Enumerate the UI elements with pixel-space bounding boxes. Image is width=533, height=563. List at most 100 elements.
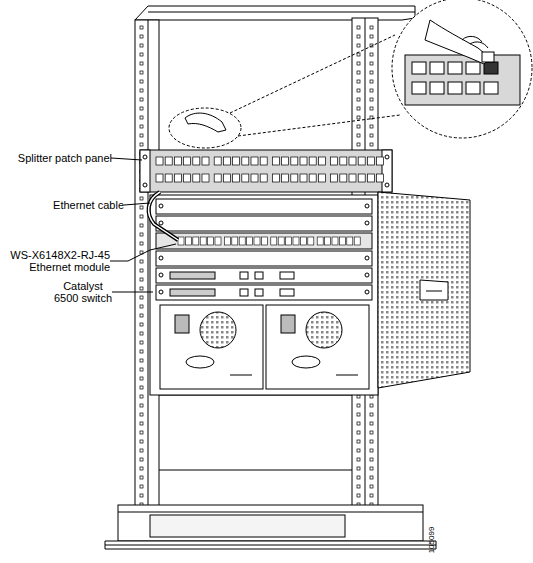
part-label: WS-X6148X2-RJ-45 Ethernet module (0, 249, 110, 273)
rack-hole (140, 368, 143, 371)
rj45-port (308, 237, 314, 245)
rack-hole (370, 413, 373, 416)
rj45-port (223, 157, 230, 165)
rack-hole (140, 53, 143, 56)
rack-hole (140, 206, 143, 209)
rack-hole (357, 35, 360, 38)
rack-holes (140, 26, 373, 506)
switch-chassis (150, 195, 378, 395)
switch-chassis (240, 289, 248, 296)
switch-chassis (156, 285, 372, 300)
rj45-port (377, 157, 384, 165)
rack-hole (357, 467, 360, 470)
power-supplies (160, 305, 369, 389)
switch-chassis (255, 272, 263, 279)
rack-hole (140, 134, 143, 137)
rack-hole (370, 467, 373, 470)
rack-hole (140, 467, 143, 470)
magnifier-callout (412, 82, 426, 94)
power-supplies (281, 315, 295, 333)
rj45-port (156, 157, 163, 165)
rack-hole (357, 458, 360, 461)
magnifier-callout (238, 115, 400, 136)
rack-hole (357, 476, 360, 479)
rack-hole (370, 404, 373, 407)
rack-hole (140, 305, 143, 308)
patch-panel (385, 183, 389, 187)
figure-number: 105099 (426, 520, 438, 560)
rack-hole (140, 98, 143, 101)
rack-hole (370, 476, 373, 479)
rj45-port (300, 157, 307, 165)
rj45-port (202, 174, 209, 182)
rack-hole (370, 98, 373, 101)
rack-frame (148, 20, 149, 510)
rj45-port (272, 157, 279, 165)
rack-base (150, 515, 345, 537)
rj45-port (272, 174, 279, 182)
switch-chassis (156, 268, 372, 283)
rj45-port (174, 157, 181, 165)
part-label: Catalyst 6500 switch (52, 280, 114, 304)
rack-hole (140, 287, 143, 290)
power-supplies (186, 356, 214, 368)
rj45-port (318, 157, 325, 165)
rj45-port (331, 174, 338, 182)
rj45-port (358, 157, 365, 165)
rj45-port (260, 174, 267, 182)
rack-hole (357, 125, 360, 128)
magnifier-callout (430, 62, 444, 74)
rack-hole (140, 377, 143, 380)
rack-hole (140, 440, 143, 443)
rj45-port (349, 174, 356, 182)
rack-hole (370, 440, 373, 443)
magnifier-callout (185, 113, 226, 132)
rack-hole (370, 125, 373, 128)
rj45-port (300, 237, 306, 245)
rack-hole (140, 359, 143, 362)
rj45-port (293, 237, 299, 245)
rack-hole (140, 332, 143, 335)
rack-hole (140, 215, 143, 218)
ethernet-cable (149, 192, 178, 240)
rack-hole (357, 449, 360, 452)
rj45-port (200, 237, 206, 245)
magnifier-callout (230, 35, 395, 113)
rack-hole (140, 62, 143, 65)
rj45-port (260, 157, 267, 165)
rack-hole (357, 26, 360, 29)
rack-hole (370, 62, 373, 65)
rack-hole (357, 404, 360, 407)
rack-hole (370, 449, 373, 452)
switch-chassis (159, 273, 163, 277)
patch-panel (140, 150, 392, 192)
rj45-port (185, 237, 191, 245)
rack-hole (370, 431, 373, 434)
rack-hole (357, 98, 360, 101)
rack-hole (357, 89, 360, 92)
power-supplies (200, 312, 236, 348)
switch-chassis (365, 221, 369, 225)
ethernet-cable (149, 192, 178, 240)
rack-hole (370, 26, 373, 29)
rj45-port (332, 237, 338, 245)
rack-hole (140, 314, 143, 317)
rj45-port (233, 174, 240, 182)
rj45-port (318, 174, 325, 182)
rack-hole (140, 296, 143, 299)
rj45-port (193, 157, 200, 165)
leader-lines (110, 158, 176, 292)
rj45-port (309, 157, 316, 165)
rj45-port (354, 237, 360, 245)
rack-hole (140, 341, 143, 344)
rack-hole (140, 224, 143, 227)
part-label: Splitter patch panel (4, 152, 112, 164)
leader-lines (111, 158, 142, 160)
rack-base (105, 545, 436, 546)
leader-lines (124, 203, 150, 205)
switch-chassis (365, 204, 369, 208)
rj45-port (358, 174, 365, 182)
rack-hole (140, 413, 143, 416)
rj45-port (184, 157, 191, 165)
